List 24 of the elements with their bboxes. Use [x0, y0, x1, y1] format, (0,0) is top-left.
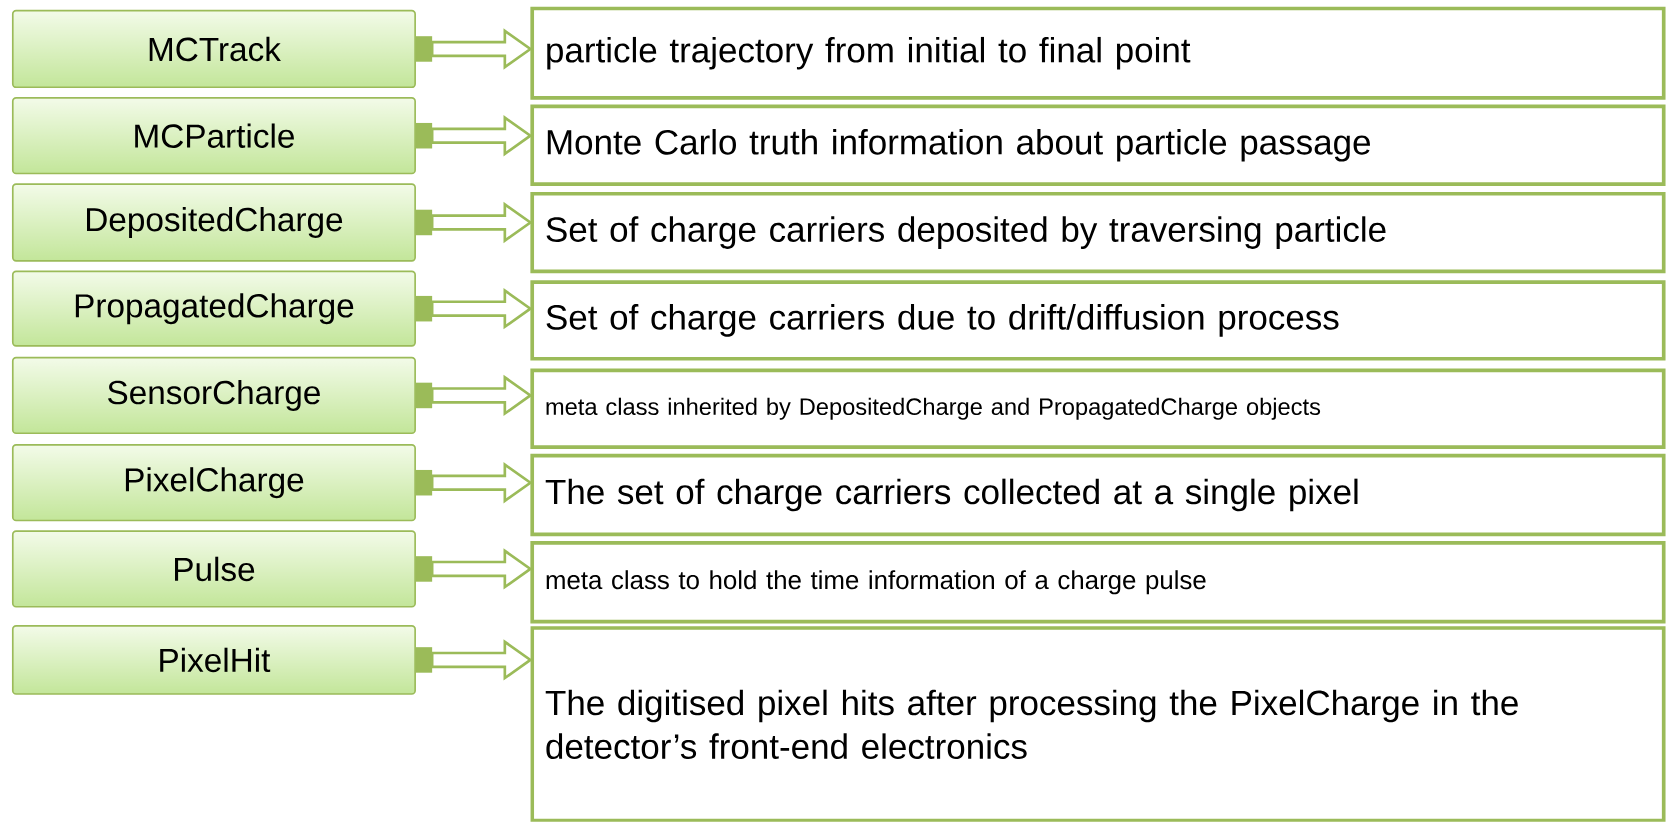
- arrow: [415, 28, 533, 70]
- arrow: [415, 462, 533, 504]
- arrow: [415, 201, 533, 244]
- class-box: SensorCharge: [11, 356, 416, 435]
- description-box: The digitised pixel hits after processing the PixelCharge in the detector’s front-end electronics: [530, 626, 1666, 822]
- class-box: PropagatedCharge: [11, 270, 416, 347]
- description-box: meta class to hold the time information of a charge pulse: [530, 541, 1666, 624]
- description-box: Monte Carlo truth information about particle passage: [530, 104, 1666, 187]
- arrow: [415, 548, 533, 590]
- class-box: MCParticle: [11, 97, 416, 175]
- arrow: [415, 115, 533, 157]
- description-box: Set of charge carriers deposited by traversing particle: [530, 192, 1666, 274]
- arrow: [415, 288, 533, 330]
- description-box: meta class inherited by DepositedCharge and PropagatedCharge objects: [530, 368, 1666, 450]
- class-box: PixelHit: [11, 625, 416, 695]
- arrow: [415, 374, 533, 417]
- class-box: Pulse: [11, 530, 416, 608]
- arrow: [415, 639, 533, 681]
- class-box: PixelCharge: [11, 444, 416, 522]
- description-box: Set of charge carriers due to drift/diffusion process: [530, 280, 1666, 361]
- description-box: particle trajectory from initial to final point: [530, 6, 1666, 100]
- class-box: DepositedCharge: [11, 183, 416, 262]
- class-box: MCTrack: [11, 9, 416, 89]
- description-box: The set of charge carriers collected at a single pixel: [530, 453, 1666, 537]
